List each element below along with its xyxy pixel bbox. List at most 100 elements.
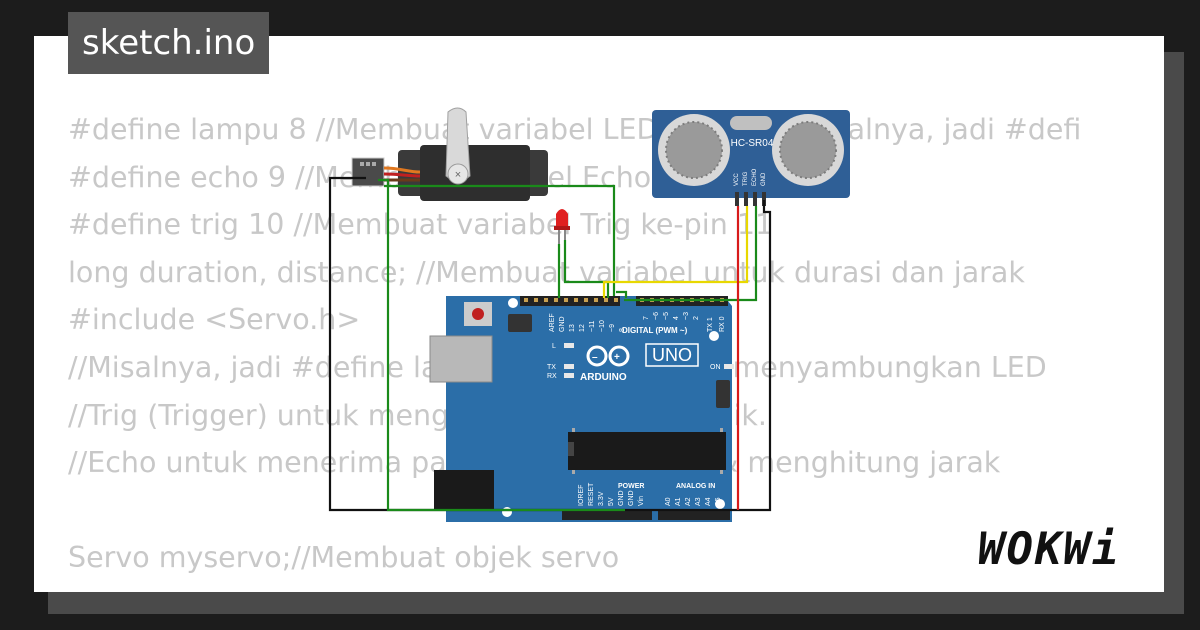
board-mount-hole bbox=[709, 331, 719, 341]
servo-motor[interactable]: × bbox=[351, 107, 548, 201]
icsp-header bbox=[716, 380, 730, 408]
wire-servo-signal[interactable] bbox=[384, 184, 616, 296]
header-pin[interactable] bbox=[554, 298, 558, 302]
header-pin[interactable] bbox=[594, 298, 598, 302]
pin-label: 12 bbox=[579, 324, 586, 332]
header-pin[interactable] bbox=[524, 298, 528, 302]
sensor-pin[interactable] bbox=[753, 192, 757, 206]
pin-label: A4 bbox=[705, 497, 712, 506]
pin-label: 7 bbox=[643, 316, 650, 320]
pin-label: ~9 bbox=[609, 324, 616, 332]
servo-connector-pin bbox=[366, 162, 370, 166]
led-rim bbox=[554, 226, 570, 230]
sensor-pin-label: ECHO bbox=[752, 168, 758, 186]
logo-minus-icon: – bbox=[592, 352, 598, 363]
wire-ground[interactable] bbox=[328, 176, 772, 512]
pin-label: A2 bbox=[685, 497, 692, 506]
file-title-tab[interactable]: sketch.ino bbox=[68, 12, 270, 74]
servo-wire-signal bbox=[383, 166, 421, 174]
sensor-mesh-left bbox=[666, 122, 722, 178]
header-pin[interactable] bbox=[574, 298, 578, 302]
usb-port bbox=[429, 335, 493, 383]
header-pin[interactable] bbox=[584, 298, 588, 302]
wire-led[interactable] bbox=[563, 240, 610, 298]
wires bbox=[328, 176, 772, 512]
analog-header bbox=[658, 510, 730, 520]
pin-label: A3 bbox=[695, 497, 702, 506]
hc-sr04-sensor[interactable]: HC-SR04 VCC TRIG ECHO GND bbox=[652, 110, 850, 206]
board-mount-hole bbox=[502, 507, 512, 517]
digital-label: DIGITAL (PWM ~) bbox=[622, 326, 688, 335]
pin-label: IOREF bbox=[578, 485, 585, 506]
pin-label: ~11 bbox=[589, 321, 596, 332]
board-mount-hole bbox=[715, 499, 725, 509]
sensor-mesh-right bbox=[780, 122, 836, 178]
header-pin[interactable] bbox=[604, 298, 608, 302]
pin-label: RESET bbox=[588, 482, 595, 506]
pin-label: GND bbox=[559, 316, 566, 332]
header-pin[interactable] bbox=[544, 298, 548, 302]
servo-connector-pin bbox=[360, 162, 364, 166]
sensor-pin-label: TRIG bbox=[743, 171, 749, 186]
pin-label: 4 bbox=[673, 316, 680, 320]
servo-connector-pin bbox=[372, 162, 376, 166]
pin-label: 5V bbox=[608, 497, 615, 506]
sensor-pin[interactable] bbox=[762, 192, 766, 206]
logo-loop-icon bbox=[608, 345, 630, 367]
servo-housing bbox=[420, 145, 530, 201]
digital-header-left bbox=[520, 296, 620, 306]
pin-label: 2 bbox=[693, 316, 700, 320]
pin-label: GND bbox=[618, 490, 625, 506]
pin-label: 13 bbox=[569, 324, 576, 332]
header-pin[interactable] bbox=[534, 298, 538, 302]
header-pin[interactable] bbox=[614, 298, 618, 302]
chip-leg bbox=[572, 470, 575, 474]
wire-servo-5v[interactable] bbox=[378, 178, 625, 512]
wire-trig[interactable] bbox=[602, 206, 749, 298]
status-led bbox=[564, 364, 574, 369]
pin-label: AREF bbox=[549, 313, 556, 332]
header-pin[interactable] bbox=[564, 298, 568, 302]
sensor-crystal bbox=[730, 116, 772, 130]
power-header bbox=[562, 510, 652, 520]
servo-hub bbox=[447, 163, 469, 185]
power-label: POWER bbox=[618, 483, 644, 490]
icsp-header bbox=[508, 314, 532, 332]
sensor-pin[interactable] bbox=[744, 192, 748, 206]
code-line: Servo myservo;//Membuat objek servo bbox=[68, 541, 620, 575]
led-bulb bbox=[556, 209, 568, 228]
logo-loop-icon bbox=[586, 345, 608, 367]
code-line: #include <Servo.h> bbox=[68, 303, 361, 337]
led-label: TX bbox=[547, 364, 556, 371]
wire-echo[interactable] bbox=[624, 206, 758, 302]
uno-badge bbox=[645, 343, 699, 367]
pin-label: ~5 bbox=[663, 312, 670, 320]
pin-label: ~6 bbox=[653, 312, 660, 320]
arduino-logo: – + UNO ARDUINO bbox=[580, 343, 699, 383]
sensor-mesh-pattern-left bbox=[665, 121, 723, 179]
pin-label: GND bbox=[628, 490, 635, 506]
servo-screw-icon: × bbox=[455, 169, 461, 181]
wokwi-logo: WOKWi bbox=[978, 524, 1121, 575]
sensor-pin-label: GND bbox=[761, 172, 767, 186]
pin-label: A5 bbox=[715, 497, 722, 506]
reset-button-cap[interactable] bbox=[472, 308, 484, 320]
logo-plus-icon: + bbox=[614, 352, 620, 363]
pin-label: 8 bbox=[619, 328, 626, 332]
arduino-uno-board[interactable]: AREF GND 13 12 ~11 ~10 ~9 8 7 ~6 ~5 4 ~3… bbox=[429, 296, 734, 522]
board-name: UNO bbox=[652, 345, 692, 365]
servo-wire-power bbox=[383, 172, 421, 178]
pin-label: TX 1 bbox=[707, 317, 714, 332]
red-led[interactable] bbox=[554, 209, 570, 244]
status-led bbox=[724, 364, 734, 369]
atmega-chip bbox=[568, 432, 726, 470]
sensor-pin[interactable] bbox=[735, 192, 739, 206]
pin-label: A1 bbox=[675, 497, 682, 506]
status-led bbox=[564, 373, 574, 378]
sensor-label: HC-SR04 bbox=[731, 138, 774, 149]
chip-leg bbox=[572, 428, 575, 432]
analog-label: ANALOG IN bbox=[676, 483, 715, 490]
wire-jumper[interactable] bbox=[616, 290, 628, 298]
board-mount-hole bbox=[508, 298, 518, 308]
